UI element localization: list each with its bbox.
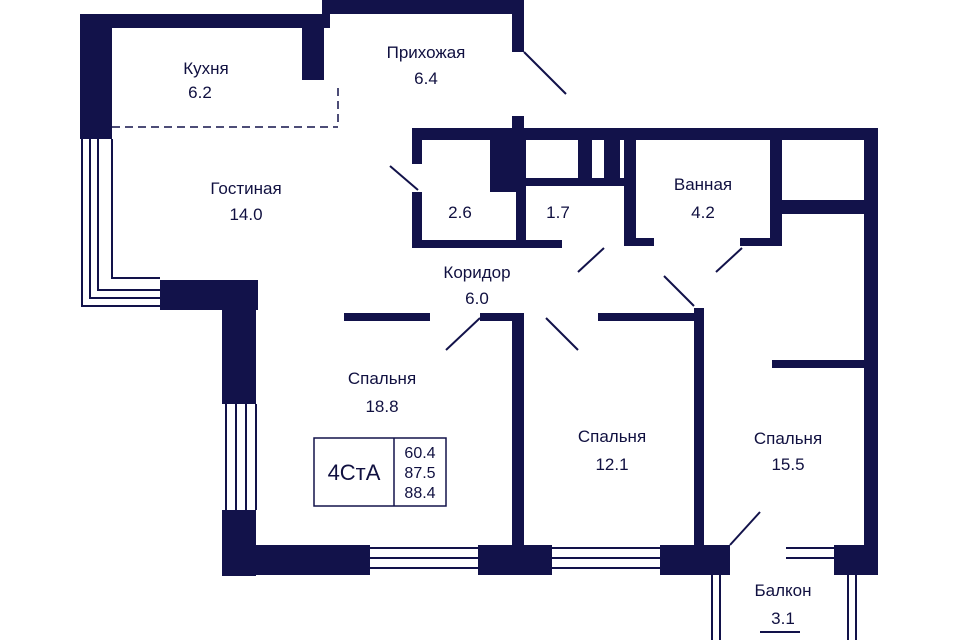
balcony-area: 3.1 (771, 609, 795, 628)
walls (80, 0, 878, 576)
bedroom3-area: 15.5 (771, 455, 804, 474)
corridor-area: 6.0 (465, 289, 489, 308)
bedroom2-area: 12.1 (595, 455, 628, 474)
kitchen-area: 6.2 (188, 83, 212, 102)
windows (81, 139, 857, 640)
apartment-badge: 4СтА 60.4 87.5 88.4 (313, 437, 447, 507)
room-labels: Кухня 6.2 Прихожая 6.4 Гостиная 14.0 2.6… (183, 43, 822, 628)
bathroom-area: 4.2 (691, 203, 715, 222)
apartment-area-2: 87.5 (404, 465, 435, 482)
bedroom2-label: Спальня (578, 427, 646, 446)
bedroom3-label: Спальня (754, 429, 822, 448)
wc-area: 1.7 (546, 203, 570, 222)
corridor-label: Коридор (443, 263, 510, 282)
closet-area: 2.6 (448, 203, 472, 222)
doors (389, 51, 761, 546)
apartment-code: 4СтА (328, 460, 381, 485)
balcony-label: Балкон (754, 581, 811, 600)
hallway-label: Прихожая (387, 43, 466, 62)
living-area: 14.0 (229, 205, 262, 224)
hallway-area: 6.4 (414, 69, 438, 88)
apartment-area-1: 60.4 (404, 445, 435, 462)
bathroom-label: Ванная (674, 175, 732, 194)
apartment-area-3: 88.4 (404, 485, 435, 502)
bedroom1-area: 18.8 (365, 397, 398, 416)
bedroom1-label: Спальня (348, 369, 416, 388)
kitchen-label: Кухня (183, 59, 229, 78)
living-label: Гостиная (210, 179, 281, 198)
